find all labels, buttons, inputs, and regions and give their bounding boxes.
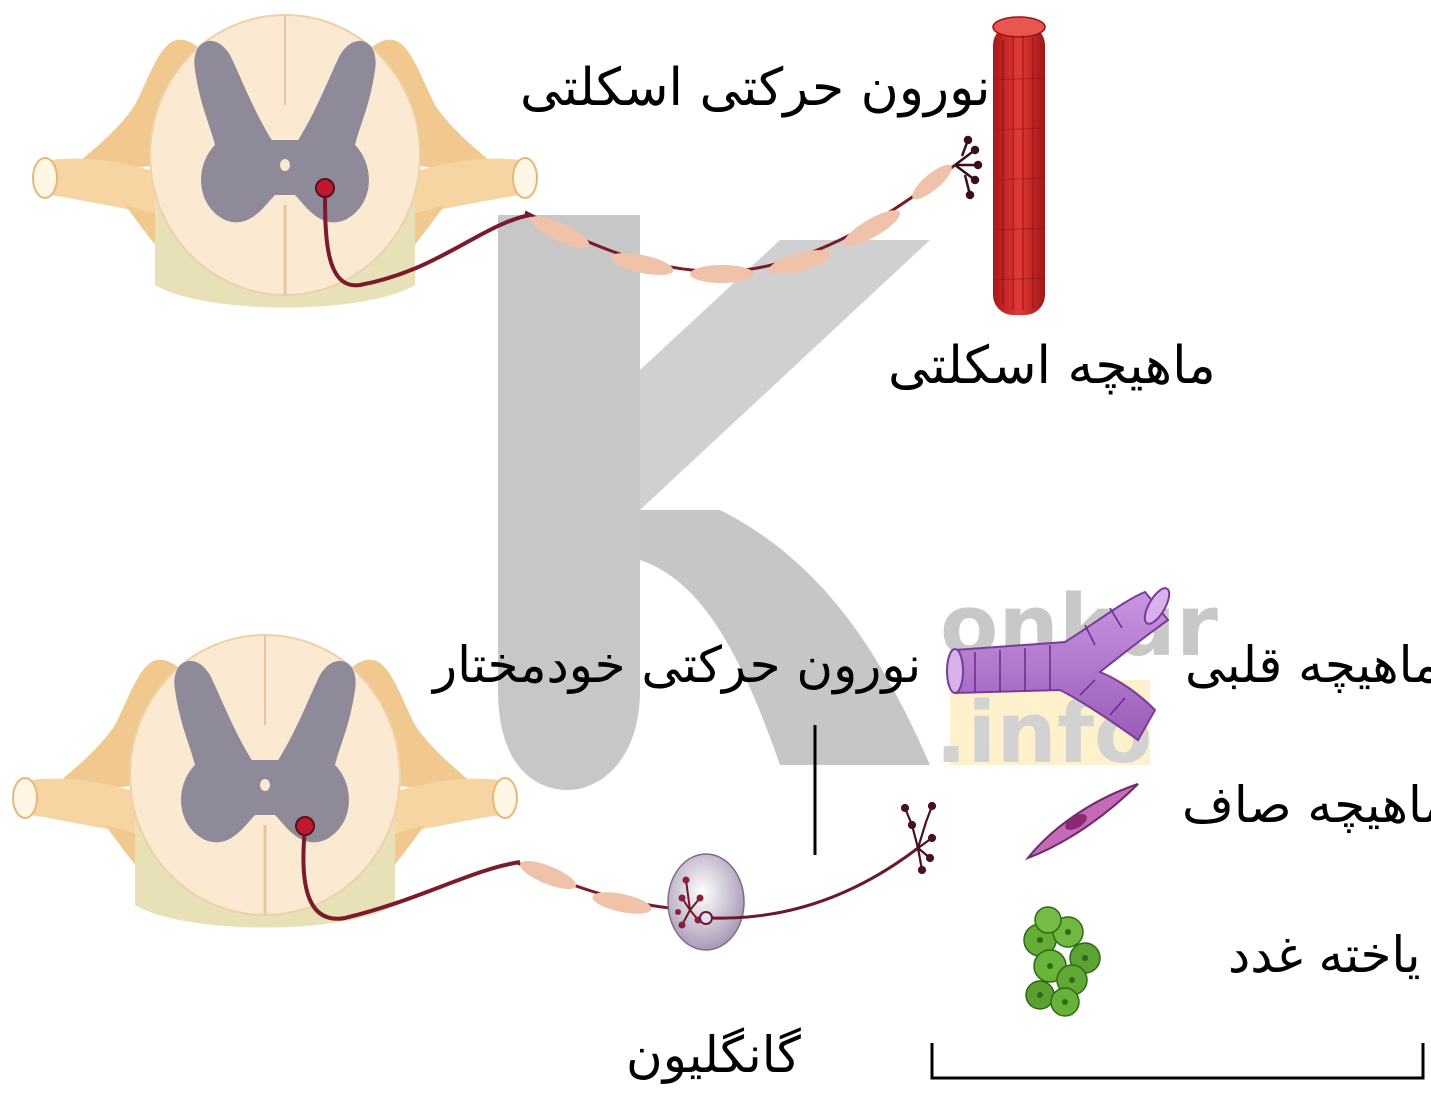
ganglion — [668, 854, 744, 950]
label-smooth-muscle: ماهیچه صاف — [1182, 780, 1431, 830]
preganglionic-myelinated-axon — [515, 855, 690, 918]
label-cardiac-muscle: ماهیچه قلبی — [1185, 640, 1431, 690]
label-gland-cell: یاخته غدد — [1228, 930, 1421, 980]
effector-bracket — [932, 1043, 1423, 1078]
label-skeletal-motor-neuron: نورون حرکتی اسکلتی — [520, 62, 990, 114]
spinal-cord-section-top — [33, 15, 537, 308]
skeletal-muscle-fiber — [993, 17, 1045, 315]
label-autonomic-motor-neuron: نورون حرکتی خودمختار — [433, 640, 921, 690]
watermark-k-stem — [498, 215, 640, 790]
autonomic-neuron-soma — [296, 817, 314, 835]
label-ganglion: گانگلیون — [626, 1030, 801, 1080]
smooth-muscle-cell — [1028, 784, 1138, 858]
skeletal-axon-terminal — [955, 137, 981, 198]
gland-cell-cluster — [1024, 907, 1100, 1016]
watermark-k-upper-arm — [640, 240, 930, 510]
label-skeletal-muscle: ماهیچه اسکلتی — [888, 340, 1216, 392]
autonomic-axon-terminal — [902, 803, 935, 873]
skeletal-motor-neuron-soma — [316, 179, 334, 197]
